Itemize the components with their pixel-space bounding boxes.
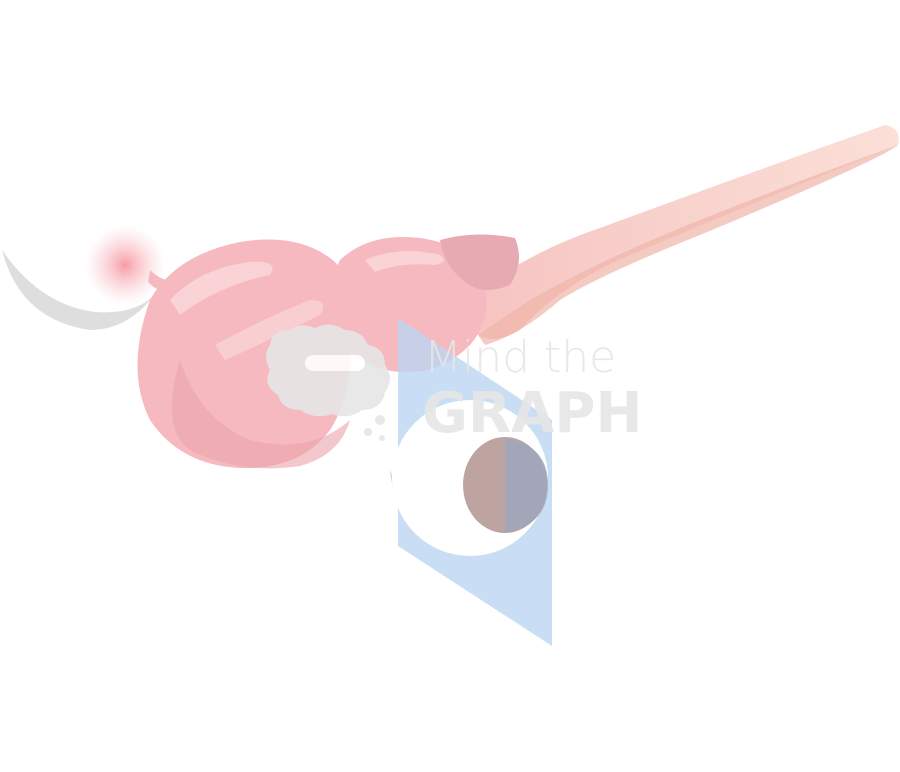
brain-hindbrain xyxy=(329,236,487,373)
iris-plane-overlap xyxy=(505,438,548,533)
watermark-line1: Mind the xyxy=(424,332,616,383)
brain-highlight-3 xyxy=(365,251,444,272)
left-crescent xyxy=(2,250,158,330)
brain-watermark-icon xyxy=(266,324,390,441)
brain-highlight-1 xyxy=(170,261,273,315)
watermark: Mind the GRAPH xyxy=(266,324,642,446)
spinal-cord-shadow xyxy=(478,145,898,345)
brain-shadow xyxy=(172,360,350,469)
watermark-line2: GRAPH xyxy=(422,381,642,446)
pineal-glow xyxy=(85,225,165,305)
brain-highlight-2 xyxy=(215,300,324,360)
brain-stem-knot xyxy=(440,234,519,290)
